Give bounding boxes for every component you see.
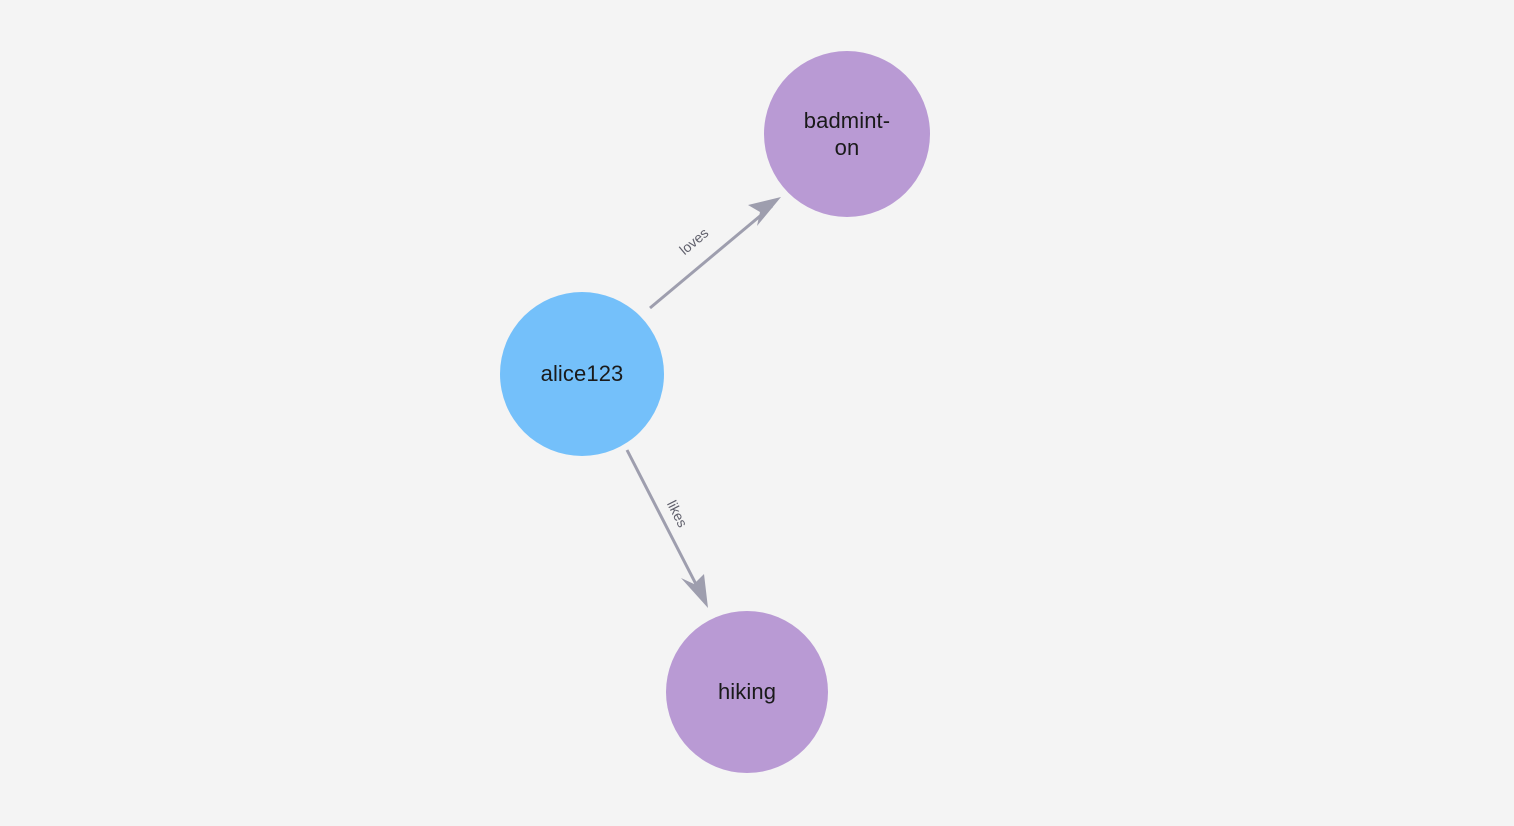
graph-node-label-badminton: badmint- on — [803, 107, 891, 161]
arrowhead-likes — [681, 574, 708, 608]
graph-node-alice123[interactable]: alice123 — [500, 292, 664, 456]
edge-alice123-loves-badminton[interactable]: loves — [649, 197, 781, 310]
graph-node-hiking[interactable]: hiking — [666, 611, 828, 773]
edge-alice123-likes-hiking[interactable]: likes — [625, 449, 708, 608]
edge-label-loves: loves — [676, 225, 711, 258]
graph-node-badminton[interactable]: badmint- on — [764, 51, 930, 217]
graph-node-label-hiking: hiking — [717, 679, 777, 705]
edge-line-likes[interactable] — [625, 449, 703, 595]
edge-line-loves[interactable] — [649, 204, 773, 310]
edge-label-likes: likes — [664, 498, 691, 530]
graph-node-label-alice123: alice123 — [540, 361, 624, 387]
arrowhead-loves — [748, 197, 781, 226]
